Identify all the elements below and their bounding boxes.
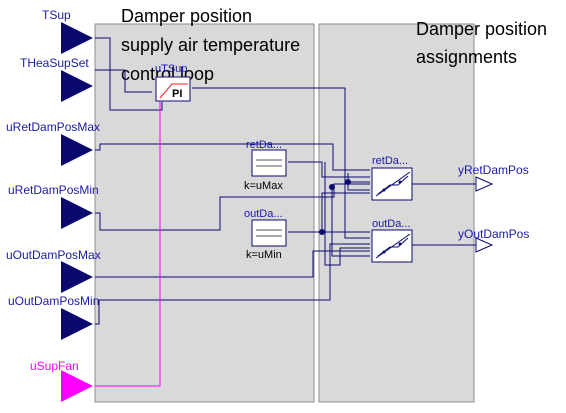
pi-controller-name: uTSup [155, 63, 187, 75]
pi-symbol: PI [172, 88, 182, 100]
out-damper-line-block[interactable] [371, 229, 413, 263]
label-uOutDamPosMax: uOutDamPosMax [6, 248, 101, 262]
port-yRetDamPos[interactable] [475, 176, 494, 192]
ret-damper-constant-name: retDa... [246, 139, 282, 151]
port-uRetDamPosMax[interactable] [61, 134, 93, 166]
junction-dots [319, 179, 351, 235]
input-ports [61, 22, 93, 340]
label-uOutDamPosMin: uOutDamPosMin [8, 294, 99, 308]
port-uOutDamPosMax[interactable] [61, 261, 93, 293]
port-uRetDamPosMin[interactable] [61, 197, 93, 229]
right-title-line-1: Damper position [416, 19, 547, 39]
left-title-line-3: control loop [121, 64, 214, 84]
port-TSup[interactable] [61, 22, 93, 54]
assignments-region [318, 23, 475, 403]
label-uRetDamPosMin: uRetDamPosMin [8, 183, 99, 197]
out-damper-line-name: outDa... [372, 218, 411, 230]
label-TSup: TSup [42, 8, 71, 22]
port-THeaSupSet[interactable] [61, 70, 93, 102]
signal-connections [95, 37, 476, 325]
control-loop-region [94, 23, 315, 403]
port-uOutDamPosMin[interactable] [61, 308, 93, 340]
ret-damper-constant-param: k=uMax [244, 180, 283, 192]
left-title-line-2: supply air temperature [121, 35, 300, 55]
left-title-line-1: Damper position [121, 6, 252, 26]
label-uSupFan: uSupFan [30, 359, 79, 373]
ret-damper-line-name: retDa... [372, 155, 408, 167]
ret-damper-constant-block[interactable] [251, 149, 287, 177]
fan-signal-connection [95, 101, 161, 387]
out-damper-constant-param: k=uMin [246, 249, 282, 261]
label-uRetDamPosMax: uRetDamPosMax [6, 120, 100, 134]
label-yOutDamPos: yOutDamPos [458, 227, 529, 241]
right-title-line-2: assignments [416, 47, 517, 67]
label-THeaSupSet: THeaSupSet [20, 56, 89, 70]
port-yOutDamPos[interactable] [475, 237, 494, 253]
out-damper-constant-name: outDa... [244, 208, 283, 220]
label-yRetDamPos: yRetDamPos [458, 163, 529, 177]
ret-damper-line-block[interactable] [371, 167, 413, 201]
pi-controller-block[interactable]: PI [155, 76, 191, 102]
port-uSupFan[interactable] [61, 370, 93, 402]
out-damper-constant-block[interactable] [251, 219, 287, 247]
